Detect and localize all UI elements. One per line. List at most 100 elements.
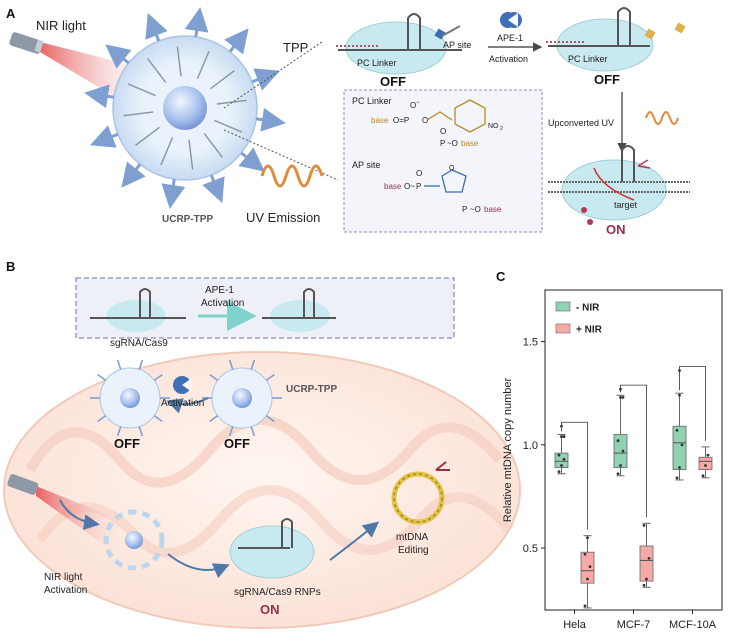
nir-light-label: NIR light	[36, 18, 86, 33]
sgrna-strand	[210, 70, 235, 90]
on-label-a: ON	[606, 222, 626, 237]
x-tick-label: MCF-7	[617, 619, 651, 631]
tpp-ligand-arrow-small	[153, 373, 163, 382]
arrow-to-disassembly	[59, 499, 100, 531]
pc-linker-left-label: PC Linker	[357, 58, 397, 68]
legend-swatch	[555, 301, 571, 312]
tpp-ligand-arrow-small	[138, 426, 144, 437]
inset-o-3: O	[449, 165, 455, 172]
rnps-label: sgRNA/Cas9 RNPs	[234, 587, 321, 598]
on-label-b: ON	[260, 602, 280, 617]
data-point	[680, 443, 684, 447]
inset-base-3: base	[384, 182, 402, 191]
data-point	[621, 449, 625, 453]
tpp-ligand-arrow-small	[209, 373, 219, 382]
panel-b: B sgRNA/Cas9 APE-1 Activation	[3, 259, 521, 629]
sgrna-strand	[160, 137, 174, 166]
ape1-label-b: APE-1	[205, 285, 234, 296]
activation-arrow-b	[166, 397, 209, 414]
data-point	[645, 577, 648, 581]
activation-label-a: Activation	[489, 54, 528, 64]
inset-o-eq-p-1: O=P	[393, 116, 409, 125]
tpp-ligand-arrow	[251, 68, 280, 91]
data-point	[583, 604, 587, 608]
tpp-ligand-arrow	[121, 161, 146, 188]
data-point	[619, 395, 622, 399]
sgrna-strand	[216, 99, 247, 105]
legend-label: - NIR	[576, 303, 600, 314]
tpp-ligand-arrow-small	[228, 359, 234, 370]
data-point	[586, 536, 589, 540]
sgrna-strand	[188, 139, 194, 170]
uv-emission-label: UV Emission	[246, 210, 320, 225]
tpp-ligand-arrow	[105, 44, 132, 69]
tpp-ligand-arrow	[184, 7, 209, 38]
mtdna-label: mtDNA	[396, 532, 429, 543]
cas9-complex-on	[548, 145, 690, 225]
data-point	[678, 393, 681, 397]
inset-o-tilde: O~	[404, 182, 415, 191]
off-left-label: OFF	[380, 74, 406, 89]
inset-p-3: P	[462, 205, 467, 214]
sgrna-strand	[176, 46, 182, 77]
panel-b-label: B	[6, 259, 15, 274]
tpp-ligand-arrow	[84, 84, 115, 109]
data-point	[675, 476, 679, 480]
tpp-ligand-arrow-small	[228, 426, 234, 437]
nir-light-label-b: NIR light	[44, 572, 83, 583]
ucrp-tpp-label-b: UCRP-TPP	[286, 384, 337, 395]
tpp-ligand-arrow-small	[97, 373, 107, 382]
sgrna-strand	[147, 58, 167, 83]
significance-bracket	[561, 421, 588, 530]
data-point	[706, 453, 710, 457]
zoom-line-bottom	[223, 129, 339, 181]
data-point	[621, 395, 625, 399]
sgrna-strand	[196, 50, 210, 79]
tpp-ligand-arrow	[238, 147, 265, 172]
chemistry-inset: PC Linker base O=P O − O NO 2 P O ~O bas…	[343, 89, 543, 233]
ape1-label-a: APE-1	[497, 33, 523, 43]
y-tick-label: 0.5	[523, 543, 538, 555]
off-label-b-right: OFF	[224, 436, 250, 451]
data-point	[647, 556, 651, 560]
sgrna-strand	[214, 119, 243, 133]
editing-label: Editing	[398, 545, 429, 556]
data-point	[616, 439, 620, 443]
box	[639, 545, 654, 582]
data-point	[583, 552, 587, 556]
sgrna-strand	[203, 133, 223, 158]
inset-p-2: P	[416, 182, 421, 191]
cas9-complex-off-left	[336, 13, 462, 75]
tpp-ligand-arrow-small	[250, 359, 256, 370]
tpp-ligand-arrow	[145, 13, 168, 42]
inset-o-1: O	[422, 116, 428, 125]
data-point	[678, 466, 681, 469]
plot-frame	[544, 289, 723, 611]
tpp-ligand-arrow-small	[209, 414, 219, 423]
sgrna-strand	[127, 83, 156, 97]
off-right-label: OFF	[594, 72, 620, 87]
cas9-complex-off-right	[546, 7, 686, 72]
data-point	[557, 470, 561, 474]
panel-c-label: C	[496, 269, 506, 284]
tpp-label: TPP	[283, 40, 308, 55]
sgrna-strand	[135, 126, 160, 146]
inset-base-2: base	[461, 139, 479, 148]
data-point	[560, 435, 563, 438]
legend-label: + NIR	[576, 325, 603, 336]
inset-no2: NO	[488, 123, 499, 130]
y-tick-label: 1.5	[523, 337, 538, 349]
tpp-ligand-arrow	[161, 178, 186, 209]
activation-label-b-top: Activation	[201, 298, 244, 309]
scissors-icon-b	[435, 461, 450, 471]
inset-pc-linker-title: PC Linker	[352, 96, 392, 106]
box	[554, 452, 569, 468]
activation-inset-b	[75, 277, 455, 339]
data-point	[557, 453, 561, 457]
mtdna-circle	[391, 461, 450, 525]
rnp-complex-on	[229, 518, 315, 579]
inset-minus-1: −	[416, 100, 420, 106]
box	[672, 425, 687, 471]
nir-activation-label-b: Activation	[44, 585, 87, 596]
tpp-ligand-arrow-small	[153, 414, 163, 423]
